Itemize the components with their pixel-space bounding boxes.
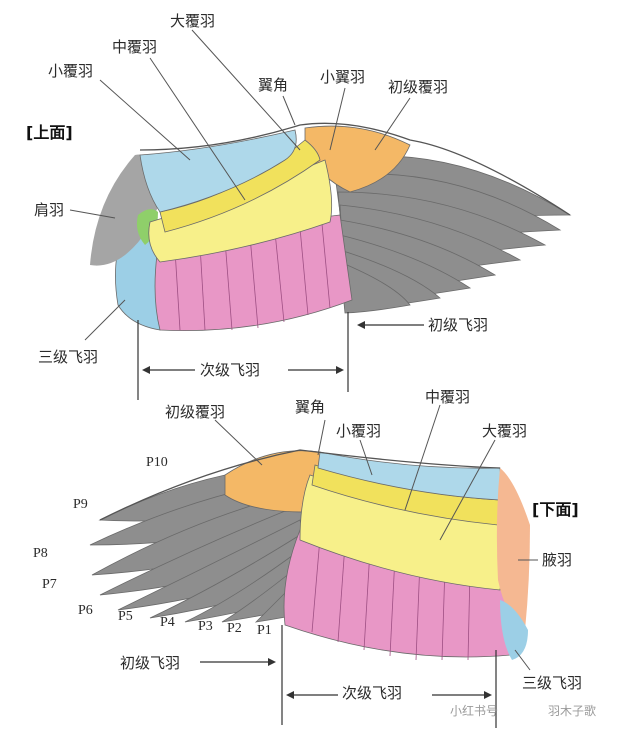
bottom-label-axillaries: 腋羽: [542, 551, 572, 569]
top-leader-lines: [69, 29, 411, 341]
watermark-text: 小红书号: [450, 703, 498, 718]
top-scapulars: [90, 154, 160, 266]
top-green-patch: [136, 209, 158, 245]
top-header: [上面]: [26, 123, 73, 142]
bottom-label-median-coverts: 中覆羽: [425, 388, 470, 406]
primary-number: P10: [146, 455, 168, 470]
top-label-greater-coverts: 大覆羽: [170, 12, 215, 30]
bottom-axillaries: [496, 468, 530, 630]
bottom-label-tertials: 三级飞羽: [522, 674, 582, 692]
primary-number: P8: [33, 546, 48, 561]
top-label-wing-angle: 翼角: [258, 76, 288, 94]
top-primaries: [329, 155, 572, 314]
top-label-scapulars: 肩羽: [34, 201, 64, 219]
primary-number: P4: [160, 615, 175, 630]
bottom-label-lesser-coverts: 小覆羽: [336, 422, 381, 440]
top-label-tertials: 三级飞羽: [38, 348, 98, 366]
watermark: 小红书号 羽木子歌: [450, 703, 596, 718]
top-label-primary-coverts: 初级覆羽: [388, 78, 448, 96]
bottom-arrows: [200, 625, 497, 728]
top-leading-edge: [139, 122, 571, 216]
top-wing: [90, 122, 572, 332]
bottom-tertials: [500, 600, 528, 660]
primary-number: P9: [73, 497, 88, 512]
bottom-wing: [89, 449, 530, 661]
primary-number: P1: [257, 623, 272, 638]
top-label-secondaries: 次级飞羽: [200, 361, 260, 379]
top-secondary-lines: [174, 223, 331, 331]
primary-number: P3: [198, 619, 213, 634]
primary-number: P5: [118, 609, 133, 624]
bottom-label-wing-angle: 翼角: [295, 398, 325, 416]
bottom-label-secondaries: 次级飞羽: [342, 684, 402, 702]
bottom-leader-lines: [214, 404, 538, 671]
top-arrows: [137, 312, 424, 400]
bottom-label-primaries: 初级飞羽: [120, 654, 180, 672]
bottom-header: [下面]: [532, 500, 579, 519]
top-label-median-coverts: 中覆羽: [112, 38, 157, 56]
bottom-leading-edge: [99, 449, 501, 521]
primary-number: P2: [227, 621, 242, 636]
primary-number: P6: [78, 603, 93, 618]
bottom-label-greater-coverts: 大覆羽: [482, 422, 527, 440]
bottom-label-primary-coverts: 初级覆羽: [165, 403, 225, 421]
primary-numbers: P10 P9 P8 P7 P6 P5 P4 P3 P2 P1: [33, 455, 272, 638]
top-label-primaries: 初级飞羽: [428, 316, 488, 334]
top-label-lesser-coverts: 小覆羽: [48, 62, 93, 80]
top-lesser-coverts: [139, 129, 297, 213]
watermark-author: 羽木子歌: [548, 703, 596, 718]
top-label-alula: 小翼羽: [320, 68, 365, 86]
primary-number: P7: [42, 577, 57, 592]
